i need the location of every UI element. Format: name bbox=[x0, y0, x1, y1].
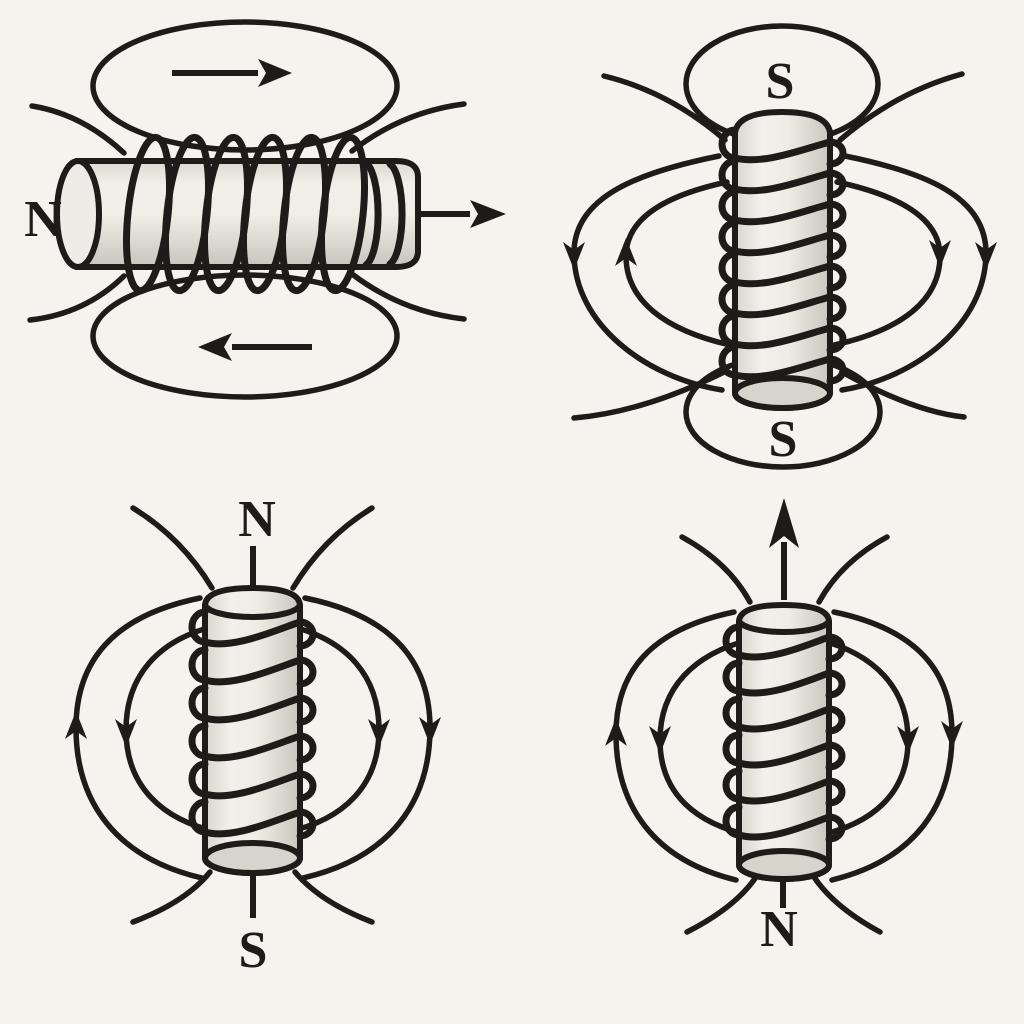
field-line-bottom-left bbox=[684, 871, 761, 935]
coil-turn bbox=[201, 808, 304, 838]
coil-turn bbox=[731, 200, 834, 226]
field-loop-inner-left bbox=[623, 179, 733, 348]
panel-vertical-solenoid-ss: S S bbox=[563, 23, 997, 470]
field-loop-above bbox=[90, 19, 400, 153]
coil-turn bbox=[731, 293, 834, 319]
arrow-down-icon bbox=[563, 242, 585, 270]
field-line-bottom-right bbox=[349, 271, 467, 322]
pole-label-s-bottom: S bbox=[769, 411, 798, 468]
field-line-top-right bbox=[290, 505, 375, 591]
pole-label-s-top: S bbox=[766, 53, 795, 110]
arrow-up-icon bbox=[65, 711, 87, 739]
pole-label-n-bottom: N bbox=[760, 901, 798, 958]
core-end-face bbox=[54, 158, 102, 270]
field-line-bottom-left bbox=[27, 273, 127, 323]
core-bottom-face bbox=[732, 375, 833, 411]
coil-right-bumps bbox=[826, 138, 847, 385]
pole-label-n-top: N bbox=[238, 491, 276, 548]
arrow-down-icon bbox=[649, 726, 671, 754]
coil-windings bbox=[188, 608, 317, 840]
coil-windings bbox=[722, 623, 846, 843]
coil-turn bbox=[731, 355, 834, 381]
pole-label-n: N bbox=[24, 191, 62, 248]
core-top-rim bbox=[202, 603, 303, 620]
coil-turn bbox=[201, 618, 304, 648]
field-line-bottom-right bbox=[809, 871, 883, 935]
core-bottom-face bbox=[736, 848, 832, 882]
coil-turn bbox=[731, 169, 834, 195]
panel-horizontal-solenoid: N bbox=[24, 19, 506, 400]
coil-turn bbox=[735, 633, 833, 661]
coil-ring bbox=[386, 160, 406, 268]
arrow-down-icon bbox=[115, 719, 137, 747]
coil-turn bbox=[731, 324, 834, 350]
arrow-up-icon bbox=[605, 718, 627, 746]
field-line-top-left bbox=[29, 103, 127, 156]
arrow-down-icon bbox=[419, 717, 441, 745]
core-bottom-face bbox=[202, 840, 303, 876]
coil-ring bbox=[362, 159, 382, 269]
coil-turn bbox=[318, 133, 368, 295]
arrow-up-icon bbox=[769, 498, 799, 548]
field-line-bottom-right bbox=[839, 369, 967, 420]
field-line-top-left bbox=[601, 73, 728, 143]
field-line-top-right bbox=[837, 71, 965, 143]
core-top-rim bbox=[736, 619, 832, 635]
coil-turn bbox=[735, 813, 833, 841]
coil-turn bbox=[731, 231, 834, 257]
field-loop-inner-right bbox=[831, 179, 943, 348]
coil-turn bbox=[735, 669, 833, 697]
panel-vertical-solenoid-ns: N S bbox=[65, 491, 441, 979]
coil-right-bumps bbox=[296, 618, 317, 840]
coil-turn bbox=[201, 770, 304, 800]
panel-vertical-solenoid-n: N bbox=[605, 498, 963, 958]
coil-turn bbox=[731, 262, 834, 288]
field-line-bottom-left bbox=[571, 369, 727, 421]
coil-turn bbox=[735, 741, 833, 769]
arrow-down-icon bbox=[897, 726, 919, 754]
arrow-down-icon bbox=[929, 240, 951, 268]
coil-turn bbox=[731, 138, 834, 164]
field-line-top-left bbox=[130, 505, 215, 591]
coil-right-bumps bbox=[825, 633, 846, 843]
field-line-top-right bbox=[349, 101, 467, 154]
coil-turn bbox=[201, 732, 304, 762]
coil-windings bbox=[718, 126, 847, 385]
coil-turn bbox=[201, 694, 304, 724]
arrow-up-icon bbox=[615, 238, 637, 266]
field-line-bottom-left bbox=[130, 869, 213, 925]
field-line-top-left bbox=[679, 534, 753, 605]
pole-label-s-bottom: S bbox=[239, 922, 268, 979]
coil-left-bumps bbox=[722, 623, 743, 839]
coil-turn bbox=[735, 777, 833, 805]
coil-turn bbox=[735, 705, 833, 733]
coil-left-bumps bbox=[188, 608, 209, 836]
arrow-right-icon bbox=[470, 200, 506, 228]
arrow-left-icon bbox=[198, 333, 232, 361]
coil-turn bbox=[201, 656, 304, 686]
field-line-top-right bbox=[816, 534, 890, 605]
arrow-right-icon bbox=[258, 59, 292, 87]
arrow-down-icon bbox=[368, 719, 390, 747]
arrow-down-icon bbox=[975, 242, 997, 270]
coil-left-bumps bbox=[718, 126, 739, 379]
coil-windings bbox=[123, 133, 368, 295]
arrow-down-icon bbox=[941, 721, 963, 749]
